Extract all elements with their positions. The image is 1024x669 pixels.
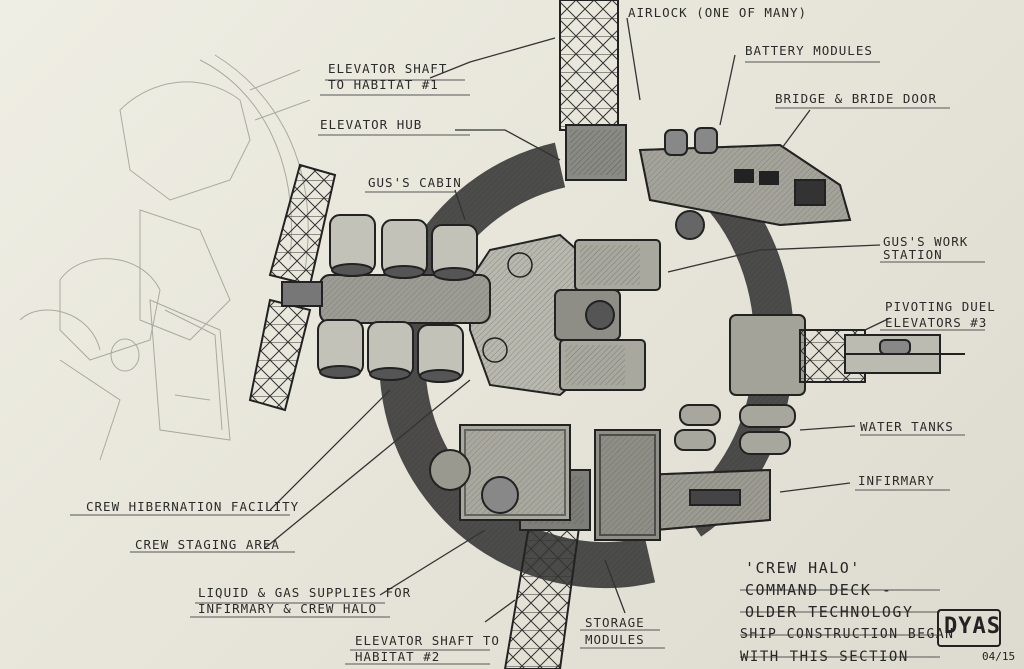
label-infirmary: INFIRMARY (858, 473, 935, 488)
note-line-2: COMMAND DECK - (745, 581, 893, 599)
signature-date: 04/15 (982, 650, 1016, 663)
label-shaft2-1: ELEVATOR SHAFT TO (355, 633, 500, 648)
label-hub: ELEVATOR HUB (320, 117, 423, 132)
label-shaft2-2: HABITAT #2 (355, 649, 441, 664)
ghost-sketch (19, 54, 311, 461)
label-storage-1: STORAGE (585, 615, 645, 630)
label-shaft1-line2: TO HABITAT #1 (328, 77, 439, 92)
infirmary-module (638, 468, 771, 532)
label-storage-2: MODULES (585, 632, 645, 647)
label-battery: BATTERY MODULES (745, 43, 873, 58)
label-underlines (70, 61, 985, 665)
note-line-4: SHIP CONSTRUCTION BEGAN (740, 627, 955, 642)
bridge-module (638, 127, 852, 240)
note-line-1: 'CREW HALO' (745, 559, 861, 577)
work-station-pods (554, 239, 661, 391)
label-gus-cabin: GUS'S CABIN (368, 175, 462, 190)
label-hibernation: CREW HIBERNATION FACILITY (86, 499, 300, 514)
gus-cabin-module (317, 214, 491, 383)
label-liquid-1: LIQUID & GAS SUPPLIES FOR (198, 585, 412, 600)
signature-mark (937, 609, 1001, 647)
label-gus-work-2: STATION (883, 247, 943, 262)
note-line-3: OLDER TECHNOLOGY (745, 603, 914, 621)
leader-lines (264, 17, 891, 623)
storage-modules (429, 424, 661, 541)
water-tanks (674, 404, 796, 455)
label-staging: CREW STAGING AREA (135, 537, 280, 552)
note-line-5: WITH THIS SECTION (740, 649, 909, 665)
label-shaft1-line1: ELEVATOR SHAFT (328, 61, 448, 76)
label-liquid-2: INFIRMARY & CREW HALO (198, 601, 378, 616)
pivoting-elevators (729, 314, 965, 396)
label-bridge: BRIDGE & BRIDE DOOR (775, 91, 937, 106)
signature-initials: DYAS (944, 614, 1001, 639)
solar-array (248, 163, 337, 412)
label-gus-work-1: GUS'S WORK (883, 234, 969, 249)
label-airlock: AIRLOCK (ONE OF MANY) (628, 5, 808, 20)
upper-elevator-shaft (559, 0, 627, 181)
label-pivot-2: ELEVATORS #3 (885, 315, 988, 330)
label-pivot-1: PIVOTING DUEL (885, 299, 996, 314)
label-water: WATER TANKS (860, 419, 954, 434)
